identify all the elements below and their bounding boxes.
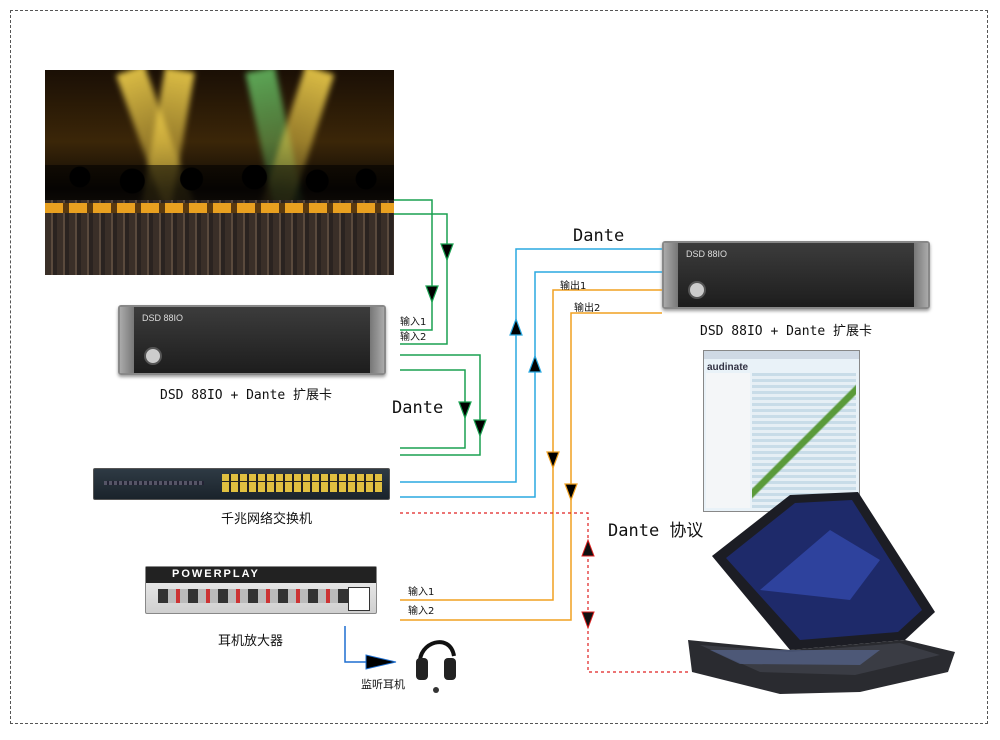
dante-label-top: Dante	[573, 226, 625, 246]
dsd-88io-right: DSD 88IO	[662, 241, 930, 309]
red-arrows	[581, 538, 595, 630]
dsd-left-caption: DSD 88IO + Dante 扩展卡	[160, 388, 333, 403]
network-switch-icon	[93, 468, 390, 500]
input-2-label-amp: 输入2	[408, 606, 435, 617]
amp-to-headphones-line	[344, 626, 397, 670]
output-1-label: 输出1	[560, 281, 587, 292]
stage-console-photo	[45, 70, 394, 275]
dante-controller-screenshot: audinate	[703, 350, 860, 512]
dsd-right-caption: DSD 88IO + Dante 扩展卡	[700, 324, 873, 339]
amp-caption: 耳机放大器	[218, 634, 284, 649]
red-dante-protocol-line	[400, 512, 690, 673]
dante-label-mid: Dante	[392, 398, 444, 418]
rack-knob-icon	[144, 347, 162, 365]
switch-caption: 千兆网络交换机	[221, 512, 313, 527]
input-1-label-amp: 输入1	[408, 587, 435, 598]
headphones-icon	[416, 640, 456, 693]
rack-model-label: DSD 88IO	[142, 313, 184, 323]
laptop-icon	[688, 492, 955, 694]
blue-dante-lines	[400, 248, 662, 498]
headphones-caption: 监听耳机	[361, 678, 405, 691]
input-2-label-left: 输入2	[400, 332, 427, 343]
amp-brand-label: POWERPLAY	[172, 568, 260, 580]
output-2-label: 输出2	[574, 303, 601, 314]
blue-arrows	[509, 317, 542, 373]
audinate-logo: audinate	[707, 362, 749, 373]
green-arrows	[425, 243, 487, 438]
dsd-88io-left: DSD 88IO	[118, 305, 386, 375]
input-1-label-left: 输入1	[400, 317, 427, 328]
diagram-frame	[10, 10, 988, 724]
dante-protocol-label: Dante 协议	[608, 521, 704, 541]
rack-knob-icon-right	[688, 281, 706, 299]
orange-output-lines	[400, 289, 662, 621]
orange-arrows	[546, 451, 578, 502]
headphone-amplifier-icon: POWERPLAY	[145, 566, 377, 614]
rack-model-label-right: DSD 88IO	[686, 249, 728, 259]
